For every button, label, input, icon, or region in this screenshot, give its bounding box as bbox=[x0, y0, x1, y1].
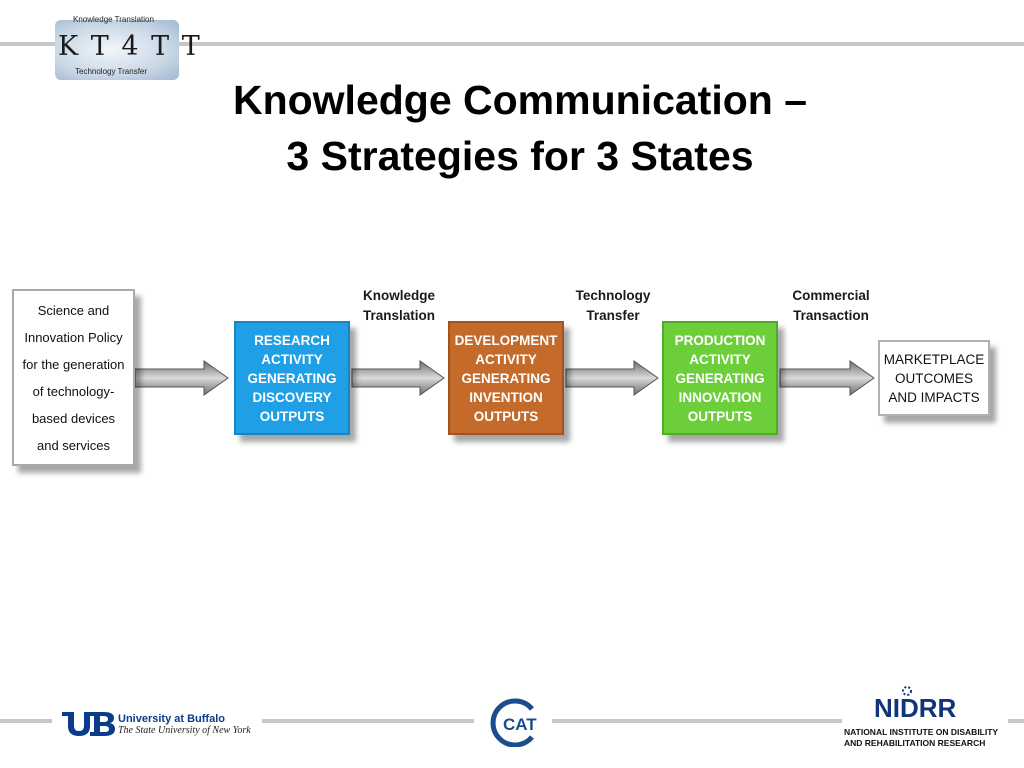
development-line-3: GENERATING bbox=[461, 370, 551, 386]
technology-label-line-2: Transfer bbox=[586, 308, 640, 323]
footer-rule-mid-left bbox=[262, 719, 474, 723]
production-line-1: PRODUCTION bbox=[674, 332, 766, 348]
nidrr-acronym: NIDRR bbox=[874, 693, 957, 723]
knowledge-label-line-1: Knowledge bbox=[362, 288, 435, 303]
kt4tt-logo: Knowledge Translation K T 4 T T Technolo… bbox=[55, 12, 200, 80]
marketplace-box-label: MARKETPLACE OUTCOMES AND IMPACTS bbox=[884, 350, 985, 407]
commercial-label-line-1: Commercial bbox=[792, 288, 870, 303]
research-line-4: DISCOVERY bbox=[252, 389, 332, 405]
cat-text: CAT bbox=[503, 715, 537, 734]
footer-rule-right bbox=[1008, 719, 1024, 723]
development-line-4: INVENTION bbox=[469, 389, 543, 405]
policy-line-4: of technology- bbox=[32, 383, 115, 399]
commercial-label-line-2: Transaction bbox=[793, 308, 869, 323]
cat-logo: CAT bbox=[485, 697, 545, 748]
production-line-2: ACTIVITY bbox=[689, 351, 751, 367]
nidrr-full-name-line-1: NATIONAL INSTITUTE ON DISABILITY bbox=[844, 727, 999, 737]
header-rule bbox=[0, 42, 1024, 46]
ub-subtitle-text: The State University of New York bbox=[118, 725, 251, 736]
footer-rule-left bbox=[0, 719, 52, 723]
marketplace-outcomes-box: MARKETPLACE OUTCOMES AND IMPACTS bbox=[878, 340, 990, 416]
policy-line-2: Innovation Policy bbox=[24, 329, 123, 345]
policy-line-5: based devices bbox=[31, 410, 116, 426]
logo-background bbox=[55, 20, 179, 80]
development-line-1: DEVELOPMENT bbox=[454, 332, 558, 348]
technology-transfer-label: Technology Transfer bbox=[548, 286, 678, 326]
research-line-3: GENERATING bbox=[247, 370, 337, 386]
arrow-policy-to-research bbox=[134, 360, 229, 396]
logo-top-text: Knowledge Translation bbox=[73, 15, 154, 24]
development-line-5: OUTPUTS bbox=[473, 408, 539, 424]
logo-bottom-text: Technology Transfer bbox=[75, 67, 148, 76]
commercial-transaction-label: Commercial Transaction bbox=[766, 286, 896, 326]
research-activity-box: RESEARCH ACTIVITY GENERATING DISCOVERY OUTPU… bbox=[234, 321, 350, 435]
production-box-label: PRODUCTION ACTIVITY GENERATING INNOVATION OU… bbox=[675, 331, 766, 426]
logo-mark: K T 4 T T bbox=[58, 31, 202, 62]
development-activity-box: DEVELOPMENT ACTIVITY GENERATING INVENTION OU… bbox=[448, 321, 564, 435]
arrow-research-to-development bbox=[351, 360, 445, 396]
research-line-2: ACTIVITY bbox=[261, 351, 323, 367]
production-activity-box: PRODUCTION ACTIVITY GENERATING INNOVATION OU… bbox=[662, 321, 778, 435]
development-box-label: DEVELOPMENT ACTIVITY GENERATING INVENTION OU… bbox=[455, 331, 558, 426]
technology-label-line-1: Technology bbox=[575, 288, 651, 303]
production-line-3: GENERATING bbox=[675, 370, 765, 386]
development-line-2: ACTIVITY bbox=[475, 351, 537, 367]
arrow-production-to-marketplace bbox=[779, 360, 875, 396]
policy-line-6: and services bbox=[37, 437, 110, 453]
arrow-development-to-production bbox=[565, 360, 659, 396]
logo-mark-text: K T 4 T T bbox=[58, 31, 202, 62]
title-line-2: 3 Strategies for 3 States bbox=[286, 133, 754, 179]
marketplace-line-3: AND IMPACTS bbox=[888, 389, 980, 405]
research-box-label: RESEARCH ACTIVITY GENERATING DISCOVERY OUTPU… bbox=[247, 331, 336, 426]
marketplace-line-1: MARKETPLACE bbox=[883, 351, 985, 367]
university-at-buffalo-logo: University at Buffalo The State Universi… bbox=[60, 709, 260, 737]
cat-mark-icon: CAT bbox=[490, 698, 537, 748]
policy-line-1: Science and bbox=[37, 302, 110, 318]
policy-line-3: for the generation bbox=[22, 356, 125, 372]
nidrr-full-name-line-2: AND REHABILITATION RESEARCH bbox=[844, 738, 986, 748]
ub-name-text: University at Buffalo bbox=[118, 713, 225, 725]
slide-title: Knowledge Communication – 3 Strategies f… bbox=[120, 72, 920, 184]
marketplace-line-2: OUTCOMES bbox=[894, 370, 973, 386]
knowledge-label-line-2: Translation bbox=[362, 308, 435, 323]
research-line-5: OUTPUTS bbox=[259, 408, 325, 424]
research-line-1: RESEARCH bbox=[254, 332, 330, 348]
footer-rule-mid-right bbox=[552, 719, 842, 723]
nidrr-dots-icon bbox=[902, 686, 912, 696]
production-line-5: OUTPUTS bbox=[687, 408, 753, 424]
knowledge-translation-label: Knowledge Translation bbox=[334, 286, 464, 326]
title-line-1: Knowledge Communication – bbox=[232, 77, 808, 123]
nidrr-logo: NIDRR NATIONAL INSTITUTE ON DISABILITY A… bbox=[836, 683, 1016, 753]
ub-mark-icon bbox=[62, 712, 115, 736]
production-line-4: INNOVATION bbox=[678, 389, 762, 405]
